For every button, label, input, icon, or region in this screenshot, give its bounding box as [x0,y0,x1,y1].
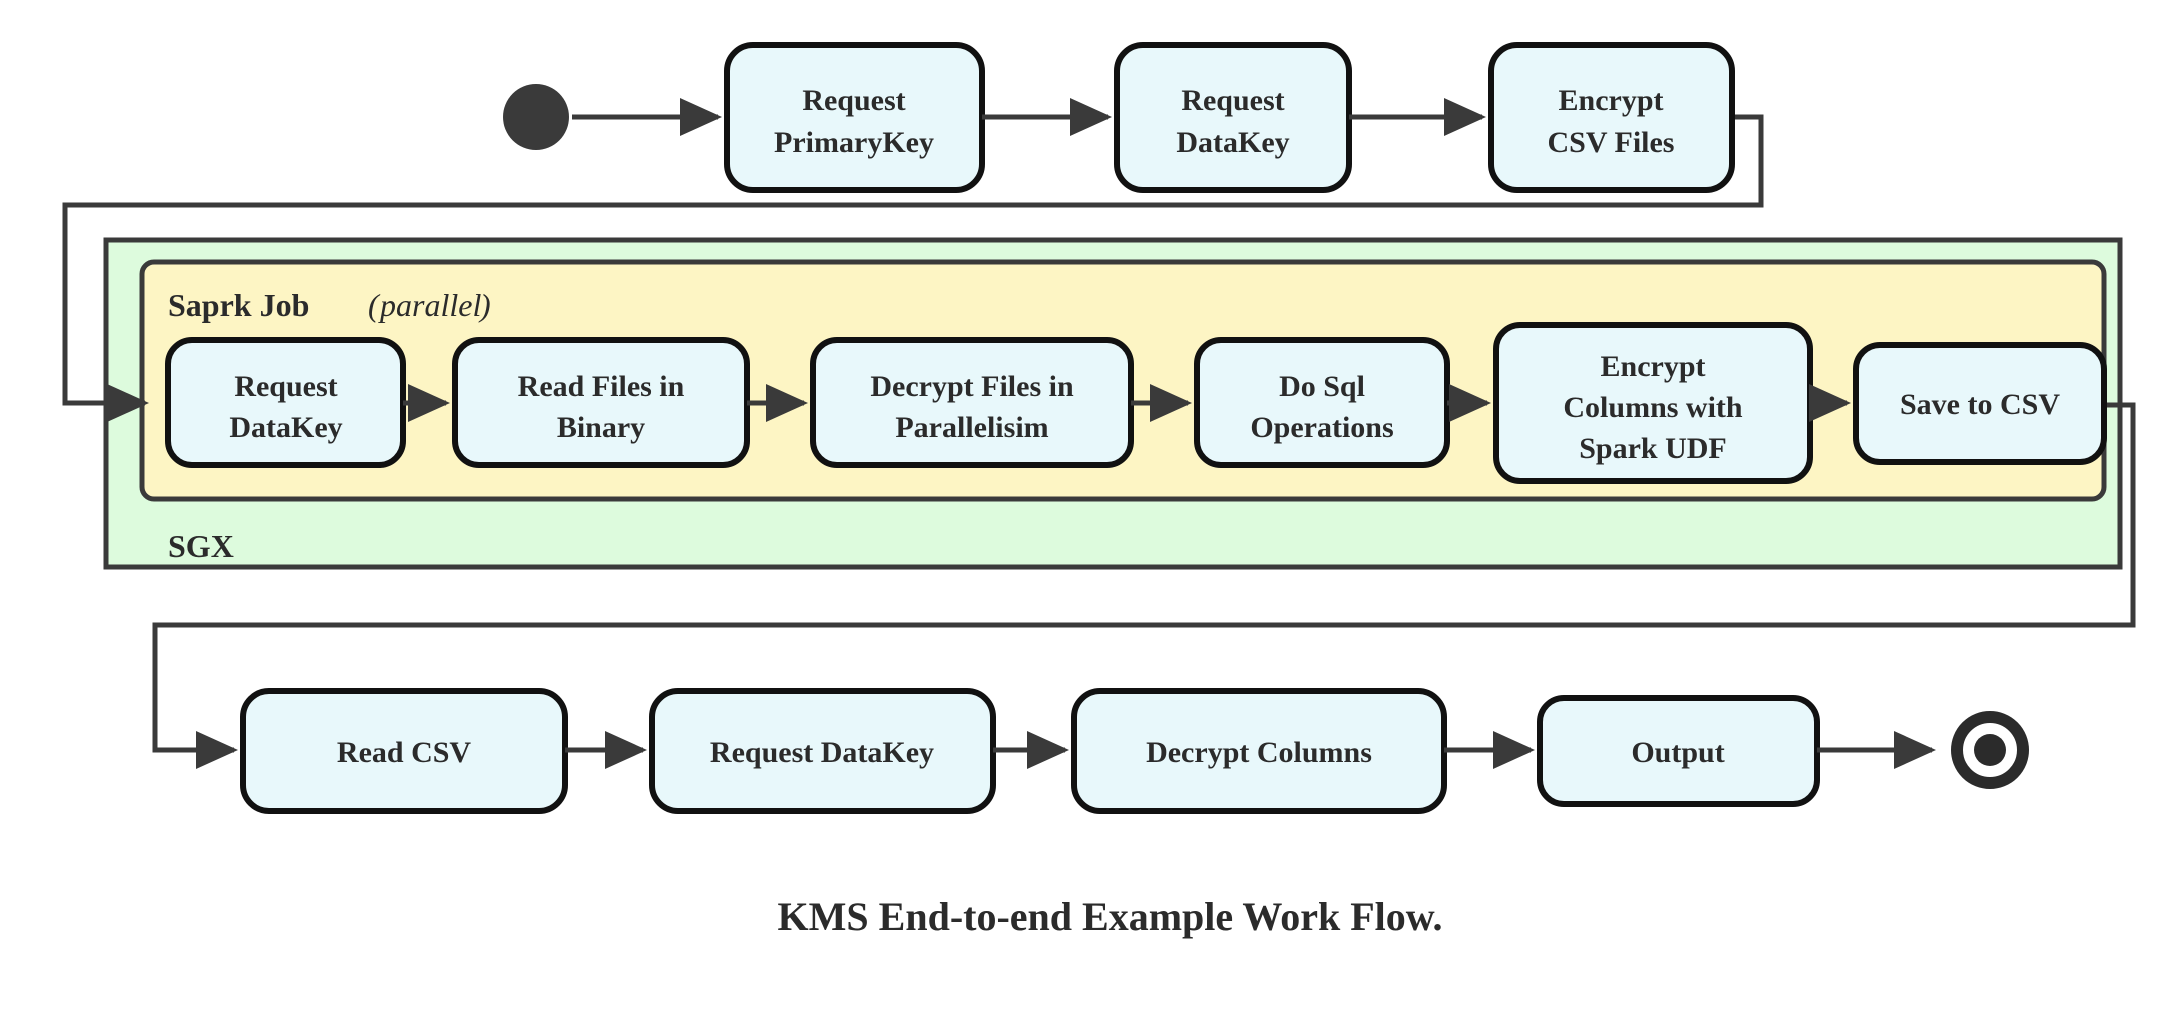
node-label-line-2: Parallelisim [895,411,1048,444]
node-label-line-1: Request DataKey [710,736,934,769]
node-read-files-in-binary[interactable]: Read Files in Binary [452,337,750,468]
node-label-line-1: Do Sql [1279,370,1365,403]
node-save-to-csv[interactable]: Save to CSV [1853,342,2107,465]
edge-encryptcsv-to-requestdatakey [62,114,1764,422]
group-spark-job-label-suffix-close: ) [478,287,491,323]
node-label-line-1: Encrypt [1559,84,1664,117]
node-label-line-2: CSV Files [1548,126,1675,159]
end-node-inner-dot [1974,734,2006,766]
node-label-line-1: Read Files in [518,370,685,403]
node-label-line-2: PrimaryKey [774,126,934,159]
end-node-outer-ring [1951,711,2029,789]
node-request-primarykey[interactable]: Request PrimaryKey [724,42,985,193]
node-request-datakey-out[interactable]: Request DataKey [649,688,996,814]
group-sgx-label: SGX [168,528,234,564]
node-label-line-2: DataKey [1176,126,1289,159]
node-output[interactable]: Output [1537,695,1820,807]
node-decrypt-files-in-parallelisim[interactable]: Decrypt Files in Parallelisim [810,337,1134,468]
node-decrypt-columns[interactable]: Decrypt Columns [1071,688,1447,814]
group-spark-job-label-suffix-open: ( [368,287,381,323]
node-label-line-2: Operations [1250,411,1393,444]
node-label-line-2: Binary [557,411,645,444]
node-label-line-1: Output [1631,736,1724,769]
node-shape [1488,42,1735,193]
node-label-line-1: Request [1181,84,1284,117]
node-label-line-1: Encrypt [1601,350,1706,383]
node-encrypt-columns-with-spark-udf[interactable]: Encrypt Columns with Spark UDF [1493,322,1813,484]
node-label-line-2: Columns with [1563,391,1743,424]
node-label-line-1: Save to CSV [1900,388,2060,421]
node-do-sql-operations[interactable]: Do Sql Operations [1194,337,1450,468]
node-request-datakey-top[interactable]: Request DataKey [1114,42,1352,193]
diagram-caption: KMS End-to-end Example Work Flow. [778,894,1443,939]
node-label-line-1: Decrypt Columns [1146,736,1372,769]
node-label-line-1: Decrypt Files in [870,370,1074,403]
node-label-line-3: Spark UDF [1579,432,1727,465]
node-read-csv[interactable]: Read CSV [240,688,568,814]
edge-savetocsv-to-readcsv [152,402,2136,769]
node-encrypt-csv-files[interactable]: Encrypt CSV Files [1488,42,1735,193]
node-shape [724,42,985,193]
node-label-line-1: Read CSV [337,736,472,769]
end-node [1951,711,2029,789]
node-request-datakey-spark[interactable]: Request DataKey [165,337,406,468]
node-shape [1853,342,2107,465]
node-label-line-1: Request [234,370,337,403]
node-label-line-1: Request [802,84,905,117]
node-shape [1114,42,1352,193]
start-node [503,84,569,150]
group-spark-job-label: Saprk Job [168,287,309,323]
group-spark-job-label-suffix-italic: parallel [378,287,481,323]
node-label-line-2: DataKey [229,411,342,444]
